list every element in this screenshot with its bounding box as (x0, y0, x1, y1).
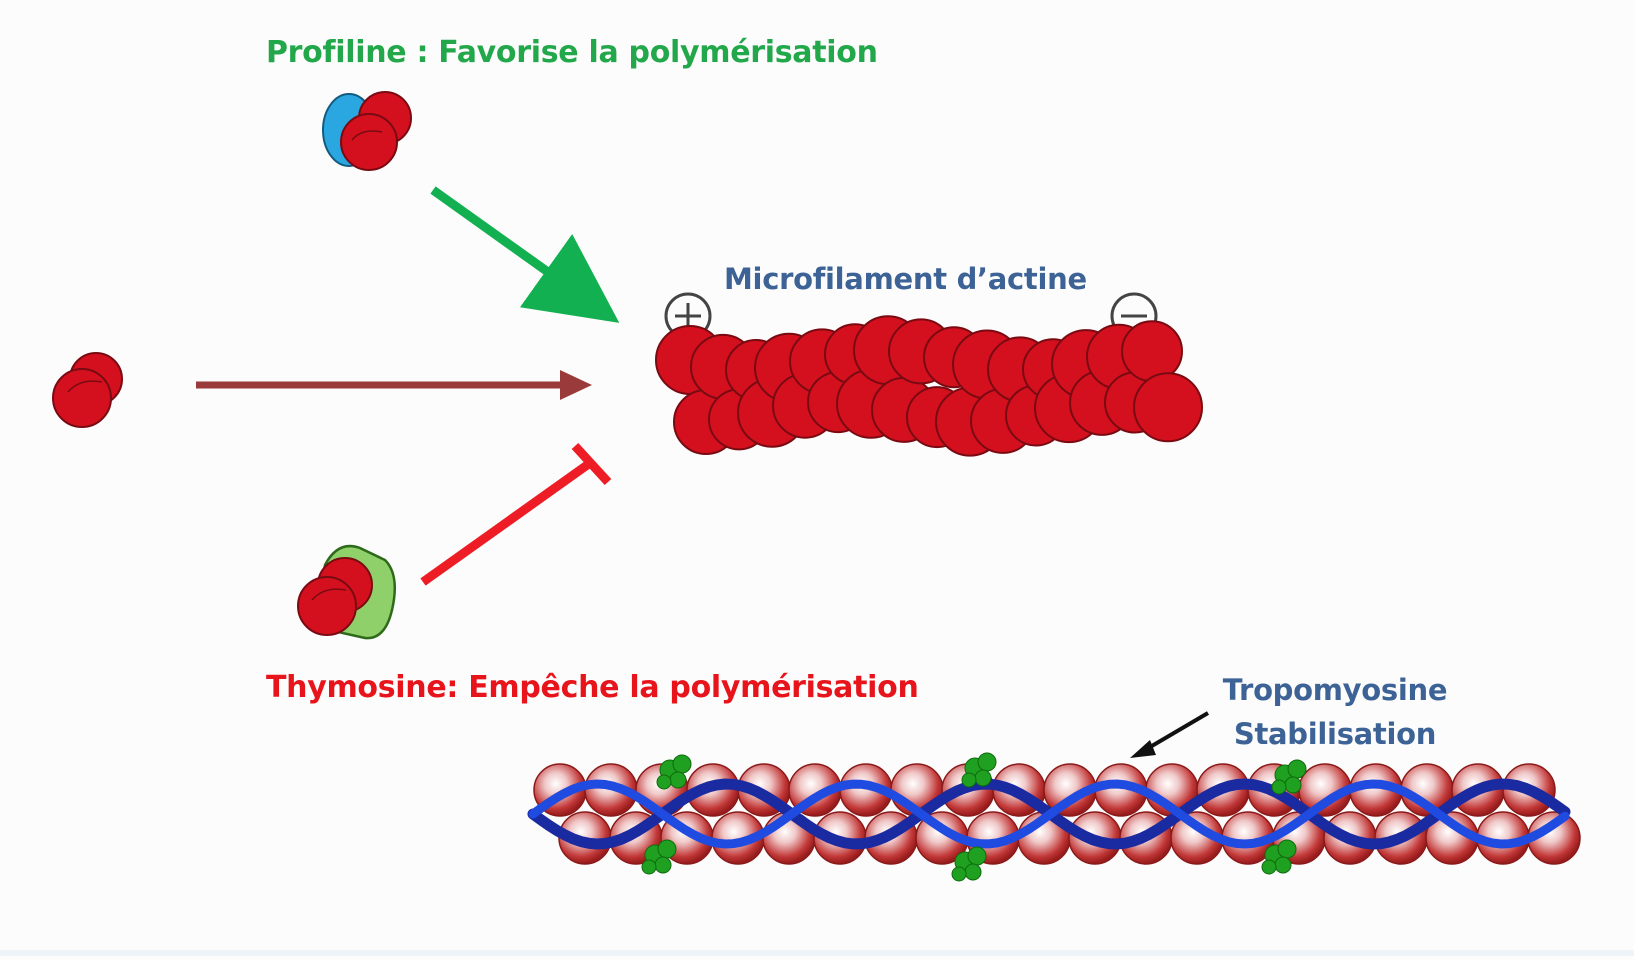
stabilisation-subtitle: Stabilisation (1233, 717, 1437, 751)
profiline-label: Profiline : Favorise la polymérisation (266, 35, 878, 70)
troponin-complex (961, 752, 997, 788)
actin-subunit (1133, 372, 1203, 443)
tropomyosine-label: Tropomyosine Stabilisation (1200, 668, 1470, 756)
microfilament-label: Microfilament d’actine (724, 262, 1087, 296)
thymosine-label: Thymosine: Empêche la polymérisation (266, 670, 919, 705)
tropomyosine-title: Tropomyosine (1222, 673, 1448, 707)
troponin-complex (1271, 759, 1307, 795)
promote-arrow (430, 186, 620, 323)
troponin-complex (641, 839, 677, 875)
tropomyosin-filament (527, 752, 1581, 882)
tropomyosine-pointer-arrow (1130, 711, 1210, 758)
actin-subunit (1121, 320, 1183, 383)
troponin-complex (656, 754, 692, 790)
spontaneous-arrow (196, 370, 592, 400)
actin-microfilament (655, 315, 1203, 457)
bottom-border (0, 950, 1634, 956)
thymosine-actin-complex (297, 544, 397, 640)
troponin-complex (951, 846, 987, 882)
g-actin-monomer (52, 352, 123, 428)
inhibit-arrow (420, 442, 612, 586)
tropomyosin-strand (528, 779, 1570, 849)
profiline-actin-complex (322, 91, 412, 171)
troponin-complex (1261, 839, 1297, 875)
